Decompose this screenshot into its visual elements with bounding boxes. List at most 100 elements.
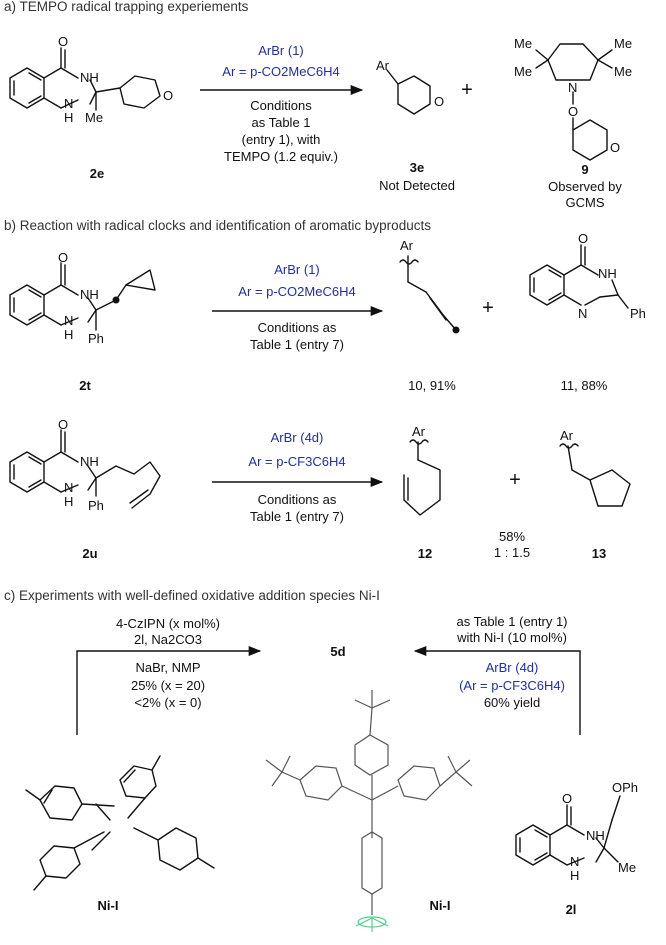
svg-text:O: O [58,417,68,432]
label-10: 10, 91% [408,378,456,393]
note-3e: Not Detected [379,178,455,193]
svg-text:H: H [570,868,579,883]
label-5d: 5d [330,644,346,659]
label-2l: 2l [565,902,577,917]
label-ni-complex: Ni-I [97,898,119,913]
label-13: 13 [591,546,607,561]
ratio-b2: 1 : 1.5 [493,545,531,560]
svg-text:O: O [610,140,620,155]
svg-text:Ph: Ph [630,306,646,321]
label-2t: 2t [79,378,91,393]
right-cond-3: ArBr (4d) [485,660,539,675]
svg-text:O: O [58,250,68,265]
conditions-a-4: TEMPO (1.2 equiv.) [224,149,338,164]
svg-text:Ar: Ar [412,424,426,439]
xray-cf3-group [355,916,389,932]
svg-text:N: N [64,313,73,328]
svg-text:O: O [568,104,578,119]
structure-9 [535,43,613,161]
svg-text:O: O [434,94,444,109]
structure-3e [386,69,431,115]
svg-text:Ar: Ar [376,58,390,73]
ar-definition-a: Ar = p-CO2MeC6H4 [222,64,340,79]
svg-text:NH: NH [598,266,617,281]
reagent-a: ArBr (1) [258,43,304,58]
svg-text:H: H [64,494,73,509]
svg-text:Me: Me [514,64,532,79]
section-b-title: b) Reaction with radical clocks and iden… [4,218,431,233]
plus-b1: + [482,297,494,319]
svg-text:Me: Me [614,36,632,51]
svg-text:O: O [578,231,588,246]
svg-text:N: N [578,306,587,321]
ar-definition-b2: Ar = p-CF3C6H4 [248,454,346,469]
svg-text:Ph: Ph [88,498,104,513]
right-cond-4: (Ar = p-CF3C6H4) [459,678,565,693]
svg-text:Me: Me [614,64,632,79]
conditions-b1-1: Conditions as [257,320,337,335]
svg-text:Me: Me [85,110,103,125]
structure-2t [9,262,156,331]
svg-text:N: N [568,80,577,95]
label-9: 9 [581,162,589,177]
structure-2e [9,47,161,111]
label-2u: 2u [82,546,98,561]
xray-structure [265,690,473,915]
svg-text:Ph: Ph [88,331,104,346]
svg-text:NH: NH [586,828,605,843]
svg-text:H: H [64,327,73,342]
reagent-b1: ArBr (1) [274,262,320,277]
right-cond-1: as Table 1 (entry 1) [456,614,568,629]
svg-text:N: N [64,96,73,111]
svg-text:NH: NH [80,454,99,469]
label-2e: 2e [89,166,105,181]
svg-text:Ar: Ar [400,238,414,253]
structure-12 [403,439,441,516]
svg-text:N: N [64,480,73,495]
ar-definition-b1: Ar = p-CO2MeC6H4 [238,284,356,299]
svg-text:N: N [570,854,579,869]
svg-text:O: O [562,791,572,806]
svg-text:NH: NH [80,287,99,302]
svg-text:O: O [58,34,68,49]
structure-10 [399,255,457,331]
conditions-a-2: as Table 1 [251,115,311,130]
left-cond-4: 25% (x = 20) [130,678,206,693]
section-a-title: a) TEMPO radical trapping experiements [4,0,249,14]
svg-text:Me: Me [514,36,532,51]
structure-11 [529,244,629,309]
section-c-title: c) Experiments with well-defined oxidati… [4,588,380,603]
reagent-b2: ArBr (4d) [270,430,324,445]
label-3e: 3e [409,160,425,175]
note-9-2: GCMS [565,195,605,210]
conditions-b1-2: Table 1 (entry 7) [250,337,344,352]
structure-ni-complex [25,755,215,891]
svg-text:NH: NH [80,70,99,85]
left-cond-2: 2l, Na2CO3 [134,632,202,647]
svg-text:H: H [64,110,73,125]
right-cond-5: 60% yield [483,695,541,710]
svg-text:Me: Me [618,860,636,875]
conditions-a-3: (entry 1), with [241,132,321,147]
structure-2u [9,429,161,509]
plus-a: + [461,79,473,101]
left-cond-1: 4-CzIPN (x mol%) [115,616,221,631]
svg-text:Ar: Ar [560,428,574,443]
label-xray: Ni-I [429,898,451,913]
label-11: 11, 88% [560,378,608,393]
conditions-b2-1: Conditions as [257,492,337,507]
label-12: 12 [417,546,433,561]
svg-text:OPh: OPh [612,780,638,795]
conditions-b2-2: Table 1 (entry 7) [250,509,344,524]
conditions-a-1: Conditions [250,98,312,113]
right-cond-2: with Ni-I (10 mol%) [457,630,567,645]
left-cond-5: <2% (x = 0) [134,695,202,710]
left-cond-3: NaBr, NMP [135,660,201,675]
svg-text:O: O [163,88,173,103]
plus-b2: + [509,469,521,491]
structure-2l [515,795,621,866]
note-9-1: Observed by [548,179,622,194]
yield-b2: 58% [498,529,526,544]
structure-13 [559,443,631,507]
